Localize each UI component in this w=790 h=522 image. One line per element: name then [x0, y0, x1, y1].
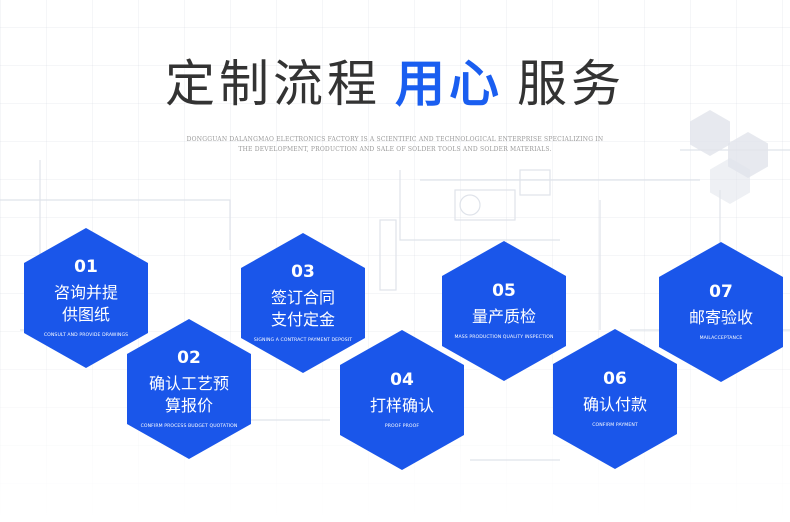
- step-english: CONSULT AND PROVIDE DRAWINGS: [43, 333, 129, 338]
- step-hexagon-06: 06 确认付款 CONFIRM PAYMENT: [553, 329, 677, 469]
- step-number: 04: [390, 370, 414, 390]
- title-part-1: 定制流程: [165, 55, 381, 113]
- step-english: CONFIRM PAYMENT: [592, 423, 638, 428]
- decor-hexagon: [690, 110, 730, 156]
- step-title: 咨询并提 供图纸: [53, 283, 118, 324]
- step-hexagon-07: 07 邮寄验收 MAILACCEPTANCE: [659, 242, 783, 382]
- step-number: 01: [74, 257, 98, 277]
- step-hexagon-03: 03 签订合同 支付定金 SIGNING A CONTRACT PAYMENT …: [241, 233, 365, 373]
- step-number: 05: [492, 281, 516, 301]
- title-accent: 用心: [395, 55, 503, 113]
- step-title: 签订合同 支付定金: [270, 288, 335, 329]
- step-number: 02: [177, 348, 201, 368]
- step-english: SIGNING A CONTRACT PAYMENT DEPOSIT: [253, 338, 353, 343]
- step-hexagon-04: 04 打样确认 PROOF PROOF: [340, 330, 464, 470]
- step-title: 确认工艺预 算报价: [148, 374, 229, 415]
- step-english: MAILACCEPTANCE: [699, 336, 743, 341]
- step-hexagon-05: 05 量产质检 MASS PRODUCTION QUALITY INSPECTI…: [442, 241, 566, 381]
- subtitle-line-2: THE DEVELOPMENT, PRODUCTION AND SALE OF …: [238, 146, 552, 153]
- step-hexagon-02: 02 确认工艺预 算报价 CONFIRM PROCESS BUDGET QUOT…: [127, 319, 251, 459]
- step-english: MASS PRODUCTION QUALITY INSPECTION: [454, 335, 554, 340]
- step-title: 邮寄验收: [688, 308, 753, 327]
- step-title: 打样确认: [369, 396, 434, 415]
- step-english: PROOF PROOF: [384, 424, 420, 429]
- step-number: 07: [709, 282, 733, 302]
- title-part-2: 服务: [517, 55, 625, 113]
- step-number: 06: [603, 369, 627, 389]
- page-title: 定制流程用心服务: [0, 52, 790, 116]
- step-number: 03: [291, 262, 315, 282]
- decor-hexagon: [710, 158, 750, 204]
- page-subtitle: DONGGUAN DALANGMAO ELECTRONICS FACTORY I…: [150, 135, 640, 155]
- step-english: CONFIRM PROCESS BUDGET QUOTATION: [140, 424, 238, 429]
- step-title: 量产质检: [471, 307, 536, 326]
- step-title: 确认付款: [582, 395, 647, 414]
- subtitle-line-1: DONGGUAN DALANGMAO ELECTRONICS FACTORY I…: [186, 136, 604, 143]
